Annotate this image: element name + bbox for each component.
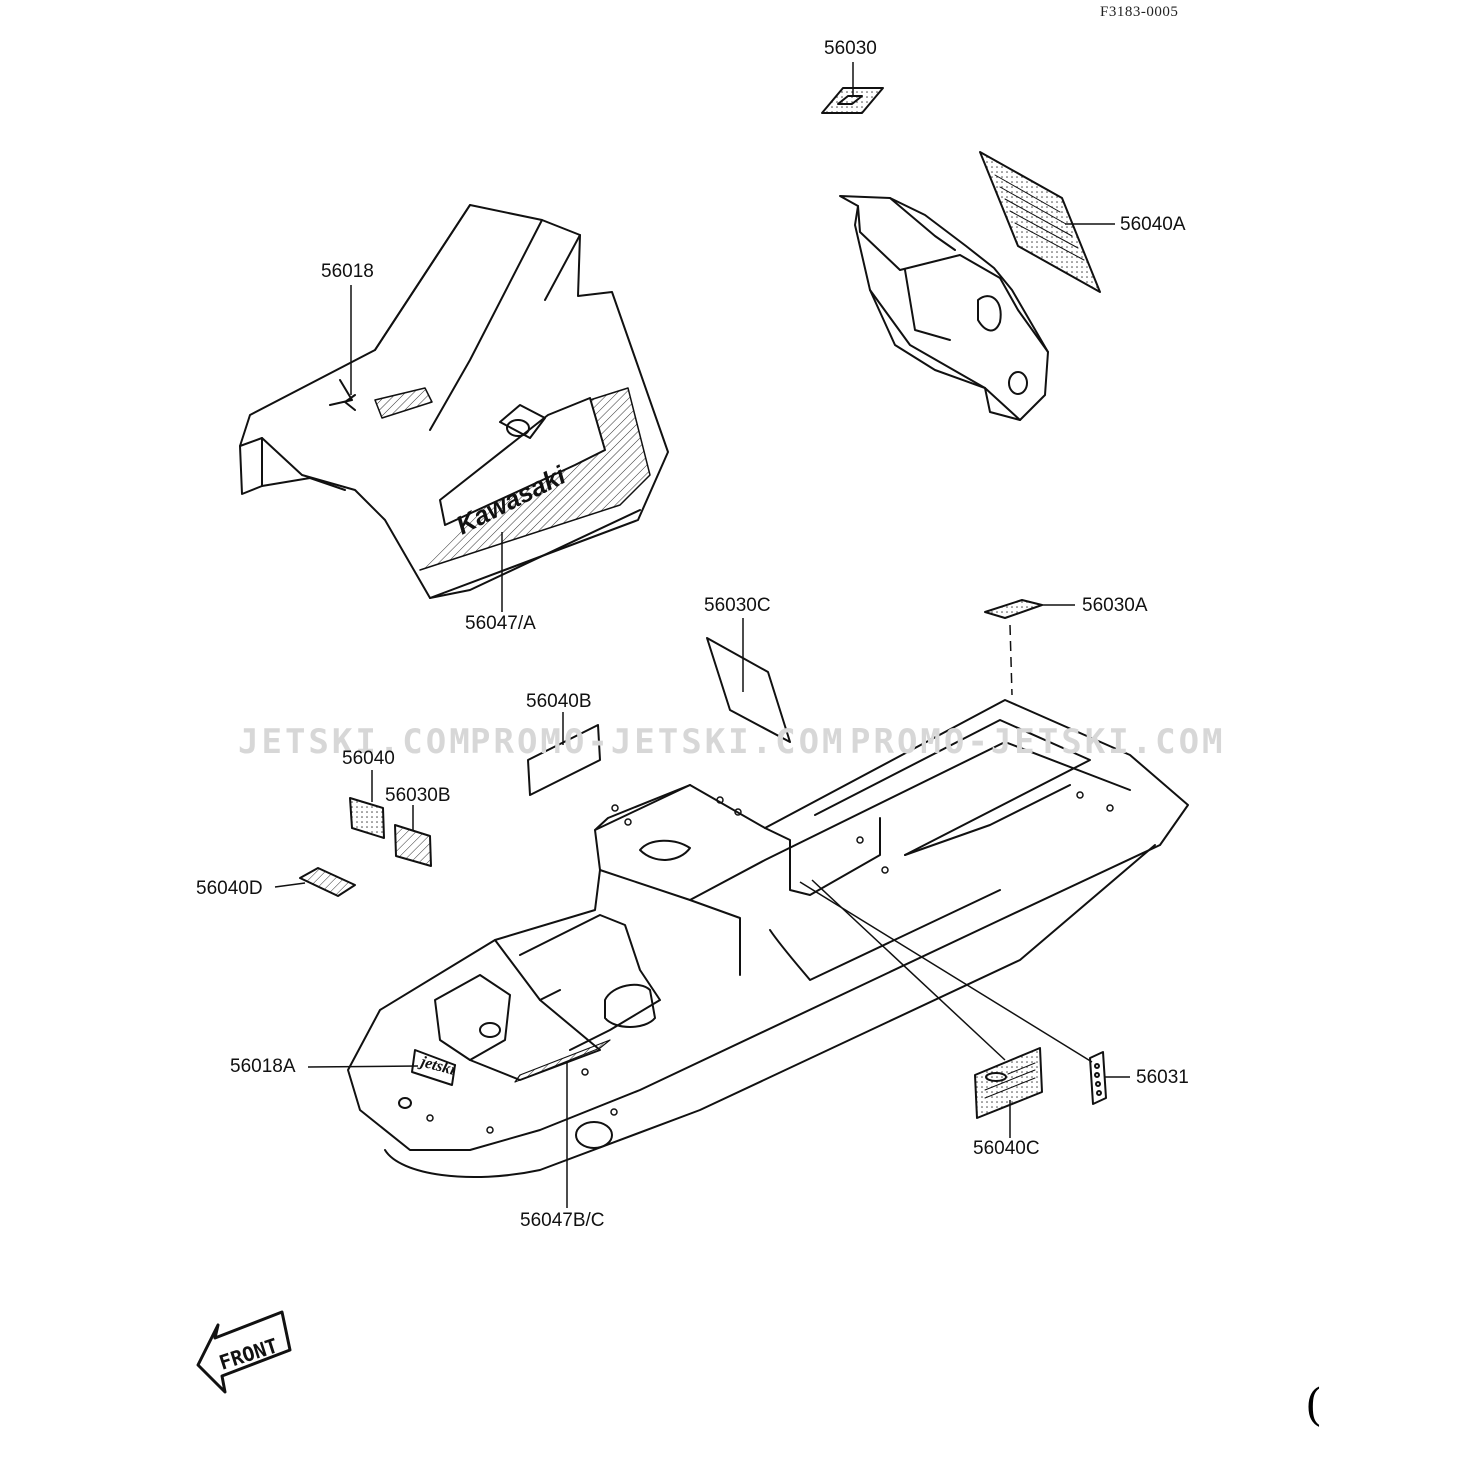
callout-56047BC: 56047B/C bbox=[520, 1210, 605, 1231]
decal-56040 bbox=[349, 797, 385, 839]
decal-56030B bbox=[394, 824, 432, 867]
decal-56030A bbox=[984, 599, 1043, 619]
callout-56040A: 56040A bbox=[1120, 214, 1186, 235]
decal-56040B bbox=[527, 724, 601, 796]
decal-56030C bbox=[706, 637, 791, 743]
front-arrow bbox=[196, 1310, 292, 1394]
callout-56040C: 56040C bbox=[973, 1138, 1040, 1159]
callout-56030: 56030 bbox=[824, 38, 877, 59]
callout-56018: 56018 bbox=[321, 261, 374, 282]
callout-56018A: 56018A bbox=[230, 1056, 296, 1077]
hull bbox=[347, 699, 1189, 1178]
callout-56031: 56031 bbox=[1136, 1067, 1189, 1088]
art-lettering: Kawasaki jetski FRONT bbox=[216, 459, 571, 1374]
figure-code: F3183-0005 bbox=[1100, 4, 1179, 20]
callout-56047A: 56047/A bbox=[465, 613, 536, 634]
callout-56040: 56040 bbox=[342, 748, 395, 769]
callout-56030B: 56030B bbox=[385, 785, 451, 806]
hood-cover bbox=[239, 204, 669, 599]
decal-56040C bbox=[974, 1047, 1043, 1119]
decal-56040A bbox=[979, 151, 1101, 293]
decal-56030 bbox=[821, 87, 884, 114]
rear-cover-bracket bbox=[839, 195, 1049, 421]
decal-56040D bbox=[299, 867, 356, 897]
callout-56040D: 56040D bbox=[196, 878, 263, 899]
callout-56030C: 56030C bbox=[704, 595, 771, 616]
callout-56040B: 56040B bbox=[526, 691, 592, 712]
watermark-3: PROMO-JETSKI.COM bbox=[850, 722, 1226, 762]
leader-lines bbox=[274, 62, 1130, 1208]
watermark-1: JETSKI.COM bbox=[238, 722, 473, 762]
decal-56031 bbox=[1089, 1051, 1107, 1105]
trailing-mark: ( bbox=[1305, 1380, 1323, 1431]
watermark-2: PROMO-JETSKI.COM bbox=[470, 722, 846, 762]
callout-56030A: 56030A bbox=[1082, 595, 1148, 616]
